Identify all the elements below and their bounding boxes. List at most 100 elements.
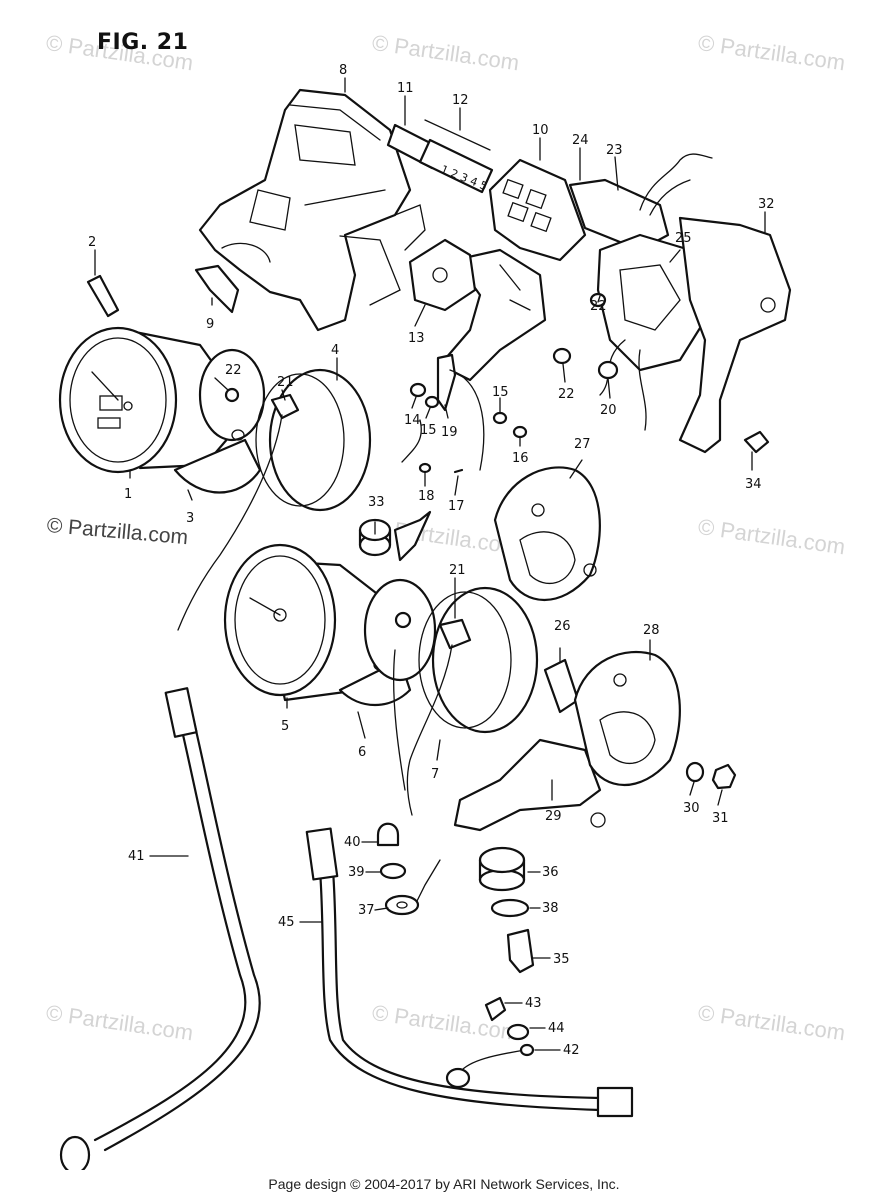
bracket-part [393,510,432,562]
hole [432,267,448,283]
callout-label: 21 [449,563,466,578]
bracket-part [543,658,580,714]
speedometer-cable-part [59,687,261,1170]
callout-label: 31 [712,811,729,826]
washer-part [384,894,420,916]
callout-label: 39 [348,865,365,880]
meter-case-part [177,348,372,631]
callout-label: 30 [683,801,700,816]
callout-label: 27 [574,437,591,452]
callout-label: 15 [492,385,509,400]
callout-label: 32 [758,197,775,212]
wire [449,369,485,471]
callout-label: 40 [344,835,361,850]
footer-copyright: Page design © 2004-2017 by ARI Network S… [268,1176,620,1192]
callout-label: 35 [553,952,570,967]
cap-nut-part [376,822,400,847]
callout-label: 20 [600,403,617,418]
callout-label: 42 [563,1043,580,1058]
callout-label: 16 [512,451,529,466]
washer-part [490,898,530,918]
indicator-housing-part [438,158,587,382]
socket-part [597,360,619,380]
callout-label: 33 [368,495,385,510]
instrument-cover-part [198,88,426,332]
clip-part [445,1067,471,1089]
callout-label: 22 [225,363,242,378]
bolt-part [506,928,535,974]
callout-label: 2 [88,235,96,250]
callout-label: 7 [431,767,439,782]
screw-part [418,462,432,474]
callout-label: 45 [278,915,295,930]
bracket-part [194,264,240,314]
meter-cover-part [573,650,681,786]
mounting-plate-part [453,738,602,832]
callout-label: 22 [590,299,607,314]
housing-part [678,216,792,454]
bracket-line [424,119,491,151]
grommet-part [552,347,572,365]
callout-label: 43 [525,996,542,1011]
callout-label: 5 [281,719,289,734]
callout-labels: 1 2 3 4 5 6 7 8 9 10 11 12 13 14 15 15 1… [88,63,775,1058]
callout-label: 25 [675,231,692,246]
callout-label: 8 [339,63,347,78]
wire [401,419,422,463]
bulb-socket-part [86,274,120,318]
washer-part [424,395,440,409]
callout-label: 26 [554,619,571,634]
callout-label: 44 [548,1021,565,1036]
hole [396,901,408,909]
washer-part [492,411,508,425]
screw-part [453,468,464,474]
callout-label: 1 [124,487,132,502]
indicator-panel-part [418,138,494,194]
damper-part [478,846,526,892]
washer-part [506,1023,530,1041]
callout-label: 14 [404,413,421,428]
cushion-part [173,438,262,494]
nut-part [512,425,528,439]
callout-label: 15 [420,423,437,438]
callout-label: 6 [358,745,366,760]
callout-label: 22 [558,387,575,402]
leader-line [414,859,441,906]
callout-label: 9 [206,317,214,332]
callout-label: 3 [186,511,194,526]
callout-label: 28 [643,623,660,638]
callout-label: 37 [358,903,375,918]
figure-title: FIG. 21 [97,30,189,55]
diagram-drawing: 1 2 3 4 5 6 [58,63,792,1170]
washer-part [685,761,705,783]
callout-lines [94,77,766,1051]
bracket-part [408,238,477,312]
callout-label: 19 [441,425,458,440]
screw-part [484,996,507,1022]
wire [459,1049,526,1073]
nut-part [711,763,737,790]
bracket-part [436,353,457,412]
callout-label: 23 [606,143,623,158]
callout-label: 10 [532,123,549,138]
callout-label: 24 [572,133,589,148]
callout-label: 34 [745,477,762,492]
hole [760,297,776,313]
callout-label: 29 [545,809,562,824]
nut-part [409,382,427,398]
meter-case-part [363,578,539,816]
callout-label: 4 [331,343,339,358]
callout-label: 11 [397,81,414,96]
tachometer-cable-part [305,827,634,1118]
callout-label: 21 [277,375,294,390]
grommet-part [358,518,392,557]
callout-label: 17 [448,499,465,514]
callout-label: 18 [418,489,435,504]
callout-label: 36 [542,865,559,880]
callout-label: 41 [128,849,145,864]
callout-label: 38 [542,901,559,916]
washer-part [379,862,407,880]
hole [590,812,606,828]
screw-part [743,430,770,454]
